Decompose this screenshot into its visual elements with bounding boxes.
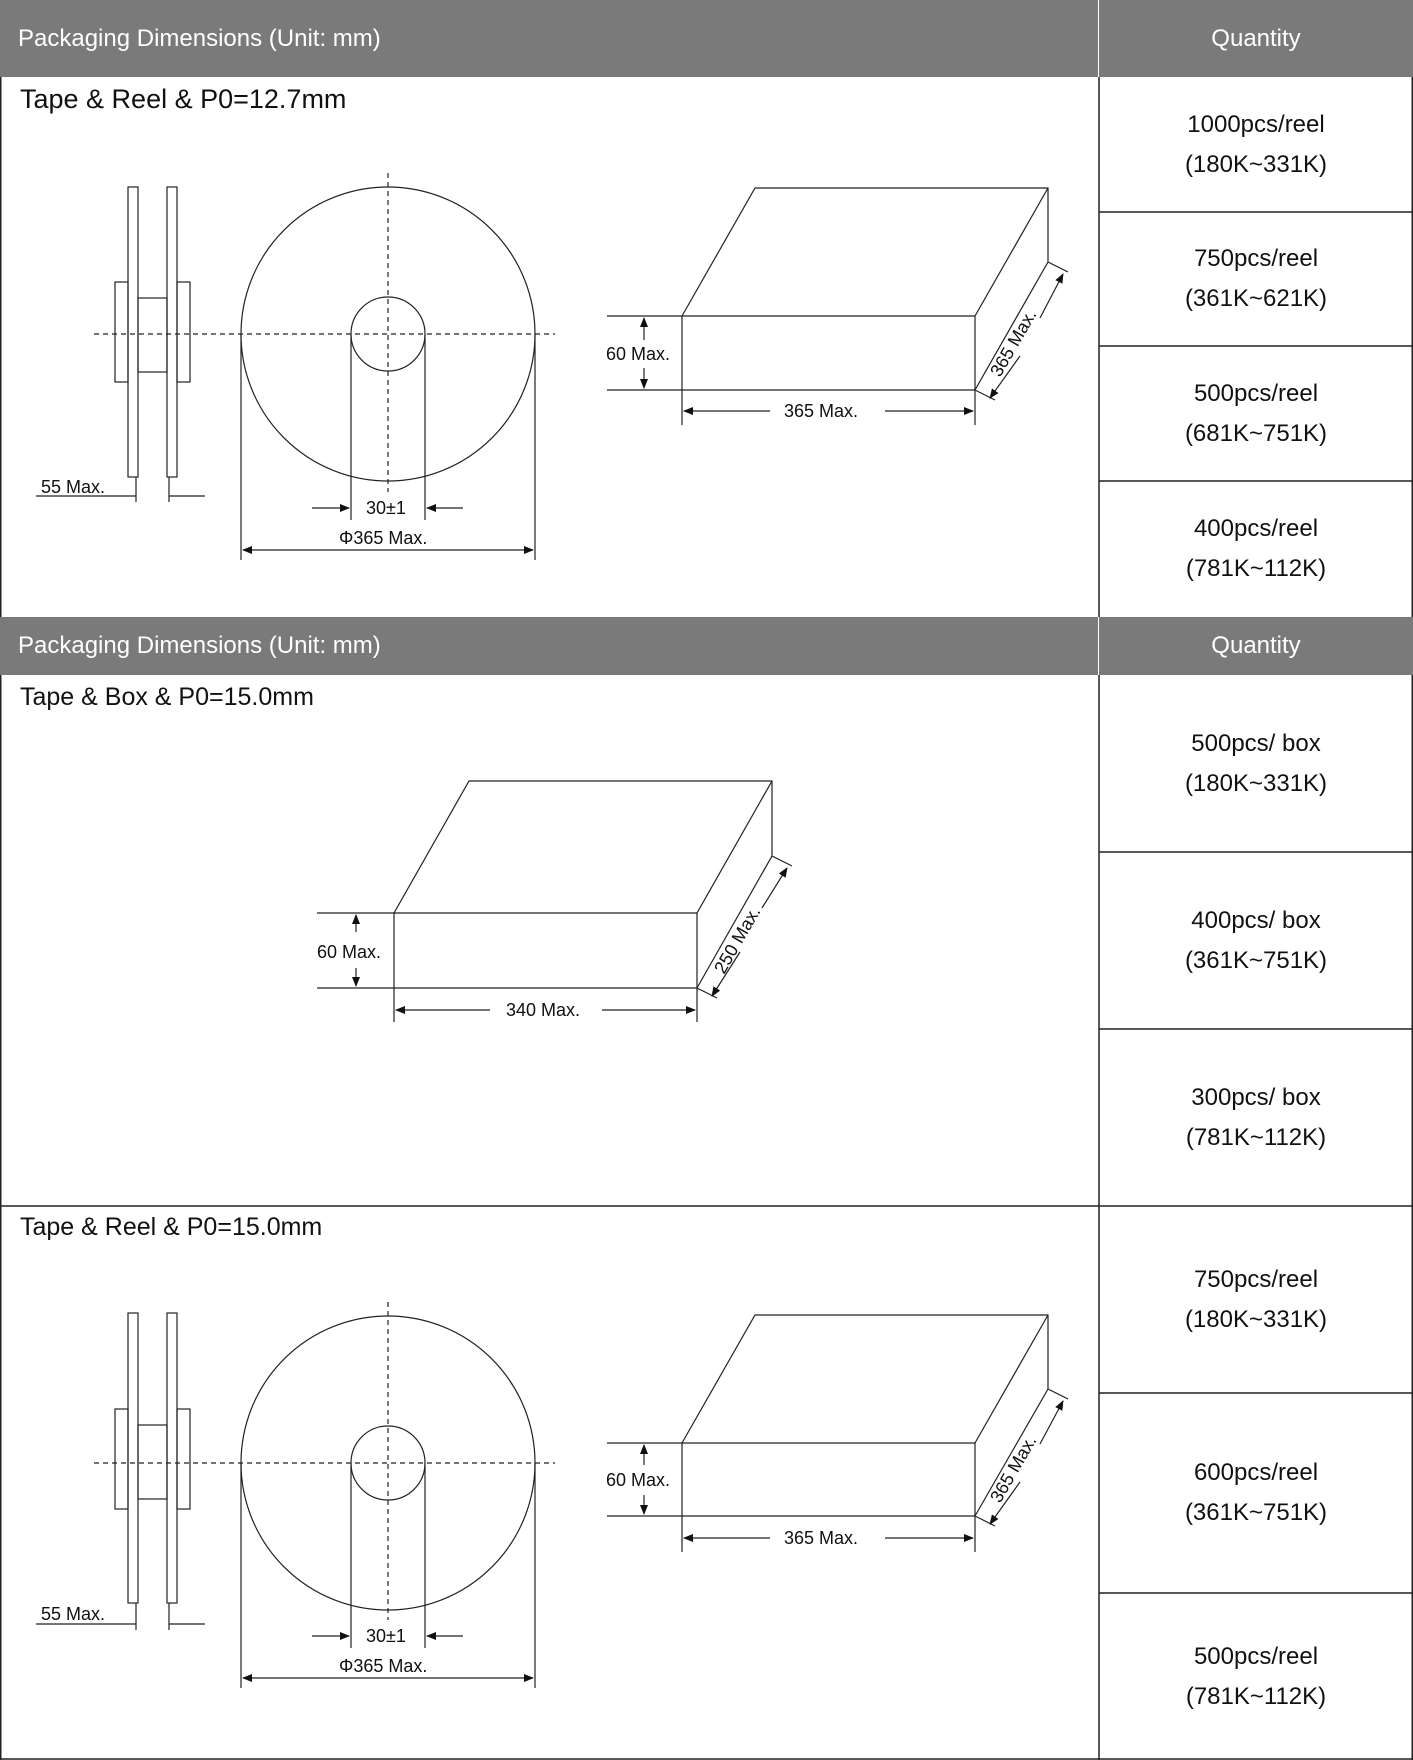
quantity-value: 1000pcs/reel bbox=[1187, 110, 1325, 138]
quantity-range: (180K~331K) bbox=[1184, 150, 1328, 178]
quantity-value: 400pcs/reel bbox=[1193, 515, 1319, 542]
quantity-range: (180K~331K) bbox=[1184, 1305, 1328, 1333]
label-box-height: 60 Max. bbox=[317, 942, 381, 962]
quantity-cell: 500pcs/reel (681K~751K) bbox=[1099, 346, 1413, 481]
quantity-cell: 400pcs/ box (361K~751K) bbox=[1099, 852, 1413, 1029]
quantity-value: 500pcs/reel bbox=[1193, 1642, 1319, 1670]
quantity-range: (361K~751K) bbox=[1184, 1499, 1328, 1526]
quantity-value: 750pcs/reel bbox=[1193, 245, 1319, 272]
quantity-range: (180K~331K) bbox=[1184, 769, 1328, 797]
quantity-cell: 1000pcs/reel (180K~331K) bbox=[1099, 77, 1413, 212]
quantity-cell: 400pcs/reel (781K~112K) bbox=[1099, 481, 1413, 617]
label-box-width: 365 Max. bbox=[784, 401, 858, 421]
quantity-value: 600pcs/reel bbox=[1193, 1459, 1319, 1486]
section-title-reel-12-7: Tape & Reel & P0=12.7mm bbox=[20, 84, 347, 114]
quantity-cell: 750pcs/reel (361K~621K) bbox=[1099, 212, 1413, 346]
quantity-cell: 500pcs/reel (781K~112K) bbox=[1099, 1593, 1413, 1760]
label-hub-diameter: 30±1 bbox=[366, 1626, 406, 1646]
section-title-box-15-0: Tape & Box & P0=15.0mm bbox=[20, 683, 314, 711]
quantity-cell: 500pcs/ box (180K~331K) bbox=[1099, 675, 1413, 852]
label-box-height: 60 Max. bbox=[606, 1470, 670, 1490]
quantity-cell: 750pcs/reel (180K~331K) bbox=[1099, 1206, 1413, 1393]
quantity-value: 500pcs/reel bbox=[1193, 379, 1319, 407]
header-packaging-dimensions: Packaging Dimensions (Unit: mm) bbox=[0, 0, 1099, 77]
quantity-cell: 600pcs/reel (361K~751K) bbox=[1099, 1393, 1413, 1593]
label-box-height: 60 Max. bbox=[606, 344, 670, 364]
label-reel-diameter: Φ365 Max. bbox=[339, 528, 427, 548]
quantity-range: (781K~112K) bbox=[1185, 1123, 1327, 1151]
header-packaging-dimensions-2: Packaging Dimensions (Unit: mm) bbox=[0, 617, 1099, 675]
header-quantity: Quantity bbox=[1099, 0, 1413, 77]
quantity-range: (681K~751K) bbox=[1184, 419, 1328, 447]
label-flange-width: 55 Max. bbox=[41, 1604, 105, 1624]
label-box-width: 365 Max. bbox=[784, 1528, 858, 1548]
quantity-value: 400pcs/ box bbox=[1191, 906, 1321, 934]
quantity-range: (361K~751K) bbox=[1184, 946, 1328, 974]
label-reel-diameter: Φ365 Max. bbox=[339, 1656, 427, 1676]
label-hub-diameter: 30±1 bbox=[366, 498, 406, 518]
quantity-value: 500pcs/ box bbox=[1191, 729, 1321, 757]
quantity-value: 750pcs/reel bbox=[1193, 1265, 1319, 1293]
label-box-width: 340 Max. bbox=[506, 1000, 580, 1020]
quantity-range: (361K~621K) bbox=[1184, 285, 1328, 312]
quantity-range: (781K~112K) bbox=[1185, 555, 1327, 582]
quantity-value: 300pcs/ box bbox=[1191, 1083, 1321, 1111]
label-flange-width: 55 Max. bbox=[41, 477, 105, 497]
label-box-depth: 365 Max. bbox=[986, 1432, 1040, 1506]
section-title-reel-15-0: Tape & Reel & P0=15.0mm bbox=[20, 1213, 323, 1241]
quantity-cell: 300pcs/ box (781K~112K) bbox=[1099, 1029, 1413, 1206]
header-quantity-2: Quantity bbox=[1099, 617, 1413, 675]
quantity-range: (781K~112K) bbox=[1185, 1682, 1327, 1710]
